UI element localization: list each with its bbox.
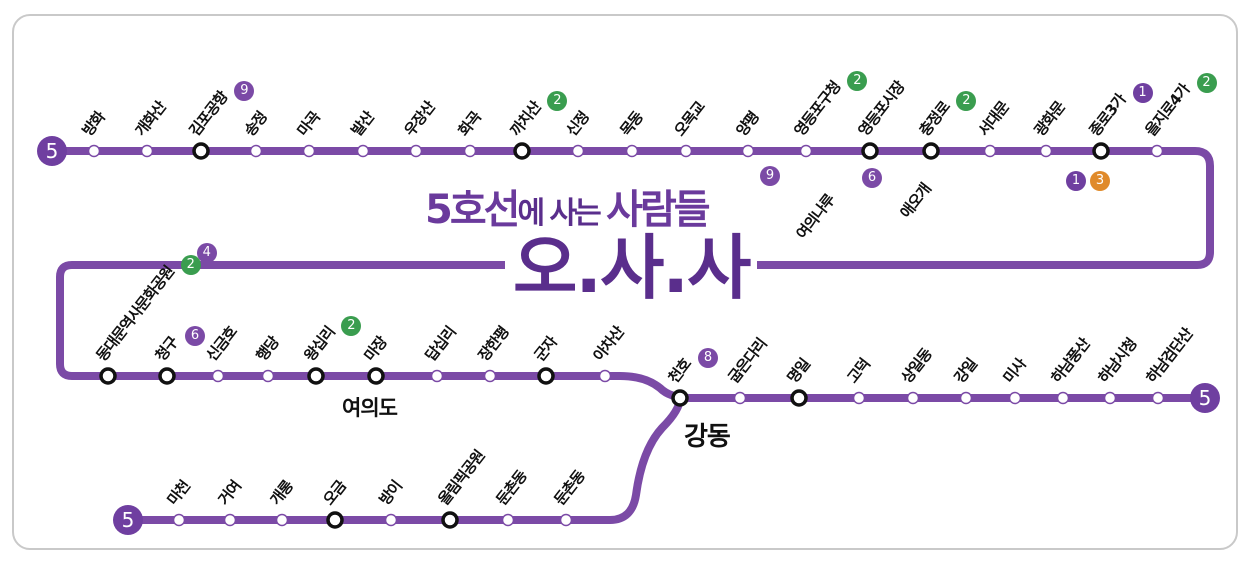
transfer-badge-8: 8 [698, 347, 718, 368]
transfer-station-marker [537, 367, 555, 385]
area-label-gangdong: 강동 [684, 422, 731, 452]
station-marker [733, 391, 747, 405]
transfer-station-marker [513, 142, 531, 160]
transfer-badge-3: 3 [1090, 171, 1110, 191]
transfer-badge-2: 2 [547, 91, 568, 112]
station-marker [1039, 144, 1053, 158]
line-5-terminus-badge-east: 5 [1190, 383, 1220, 413]
map-frame [12, 14, 1238, 550]
transfer-station-marker [192, 142, 210, 160]
poster-title: 오.사.사 [505, 232, 758, 304]
title-part-3: 사람들 [606, 187, 710, 233]
branch-track [128, 397, 684, 524]
area-label-yeouido: 여의도 [342, 396, 398, 420]
transfer-badge-6: 6 [185, 325, 205, 346]
transfer-badge-1: 1 [1132, 83, 1153, 104]
station-marker [261, 369, 275, 383]
station-marker [356, 144, 370, 158]
title-part-1: 5호선 [425, 187, 520, 233]
station-marker [87, 144, 101, 158]
poster-subtitle: 5호선에 사는 사람들 [425, 187, 711, 234]
station-marker [1151, 391, 1165, 405]
station-marker [799, 144, 813, 158]
station-marker [483, 369, 497, 383]
transfer-badge-2: 2 [341, 316, 362, 337]
station-marker [983, 144, 997, 158]
transfer-station-marker [1092, 142, 1110, 160]
title-part-2: 에 사는 [517, 196, 607, 231]
station-marker [223, 513, 237, 527]
transfer-station-marker [922, 142, 940, 160]
station-marker [501, 513, 515, 527]
station-marker [1103, 391, 1117, 405]
station-marker [211, 369, 225, 383]
transfer-station-marker [367, 367, 385, 385]
station-marker [1008, 391, 1022, 405]
station-marker [275, 513, 289, 527]
station-marker [679, 144, 693, 158]
transfer-station-marker [99, 367, 117, 385]
station-marker [409, 144, 423, 158]
transfer-station-marker [861, 142, 879, 160]
transfer-station-marker [307, 367, 325, 385]
transfer-badge-9: 9 [760, 166, 780, 186]
station-marker [302, 144, 316, 158]
station-marker [1056, 391, 1070, 405]
station-marker [463, 144, 477, 158]
transfer-station-marker [326, 511, 344, 529]
station-marker [140, 144, 154, 158]
station-marker [571, 144, 585, 158]
station-marker [559, 513, 573, 527]
transfer-badge-1: 1 [1066, 171, 1086, 191]
transfer-station-marker [671, 389, 689, 407]
main-track [52, 147, 1214, 402]
transfer-badge-9: 9 [234, 80, 255, 101]
station-marker [959, 391, 973, 405]
line-5-terminus-badge-west: 5 [37, 136, 67, 166]
transfer-badge-6: 6 [862, 168, 882, 188]
station-marker [625, 144, 639, 158]
transfer-badge-4: 4 [196, 243, 217, 264]
station-marker [1150, 144, 1164, 158]
transfer-station-marker [790, 389, 808, 407]
station-marker [741, 144, 755, 158]
station-marker [172, 513, 186, 527]
station-marker [384, 513, 398, 527]
station-marker [852, 391, 866, 405]
transfer-badge-2: 2 [956, 91, 977, 112]
line-5-terminus-badge-south: 5 [113, 505, 143, 535]
transfer-station-marker [441, 511, 459, 529]
station-marker [906, 391, 920, 405]
station-marker [430, 369, 444, 383]
transfer-badge-2: 2 [1196, 72, 1217, 93]
transfer-badge-2: 2 [180, 255, 201, 276]
station-marker [249, 144, 263, 158]
transfer-badge-2: 2 [847, 70, 868, 91]
transfer-station-marker [158, 367, 176, 385]
station-marker [598, 369, 612, 383]
